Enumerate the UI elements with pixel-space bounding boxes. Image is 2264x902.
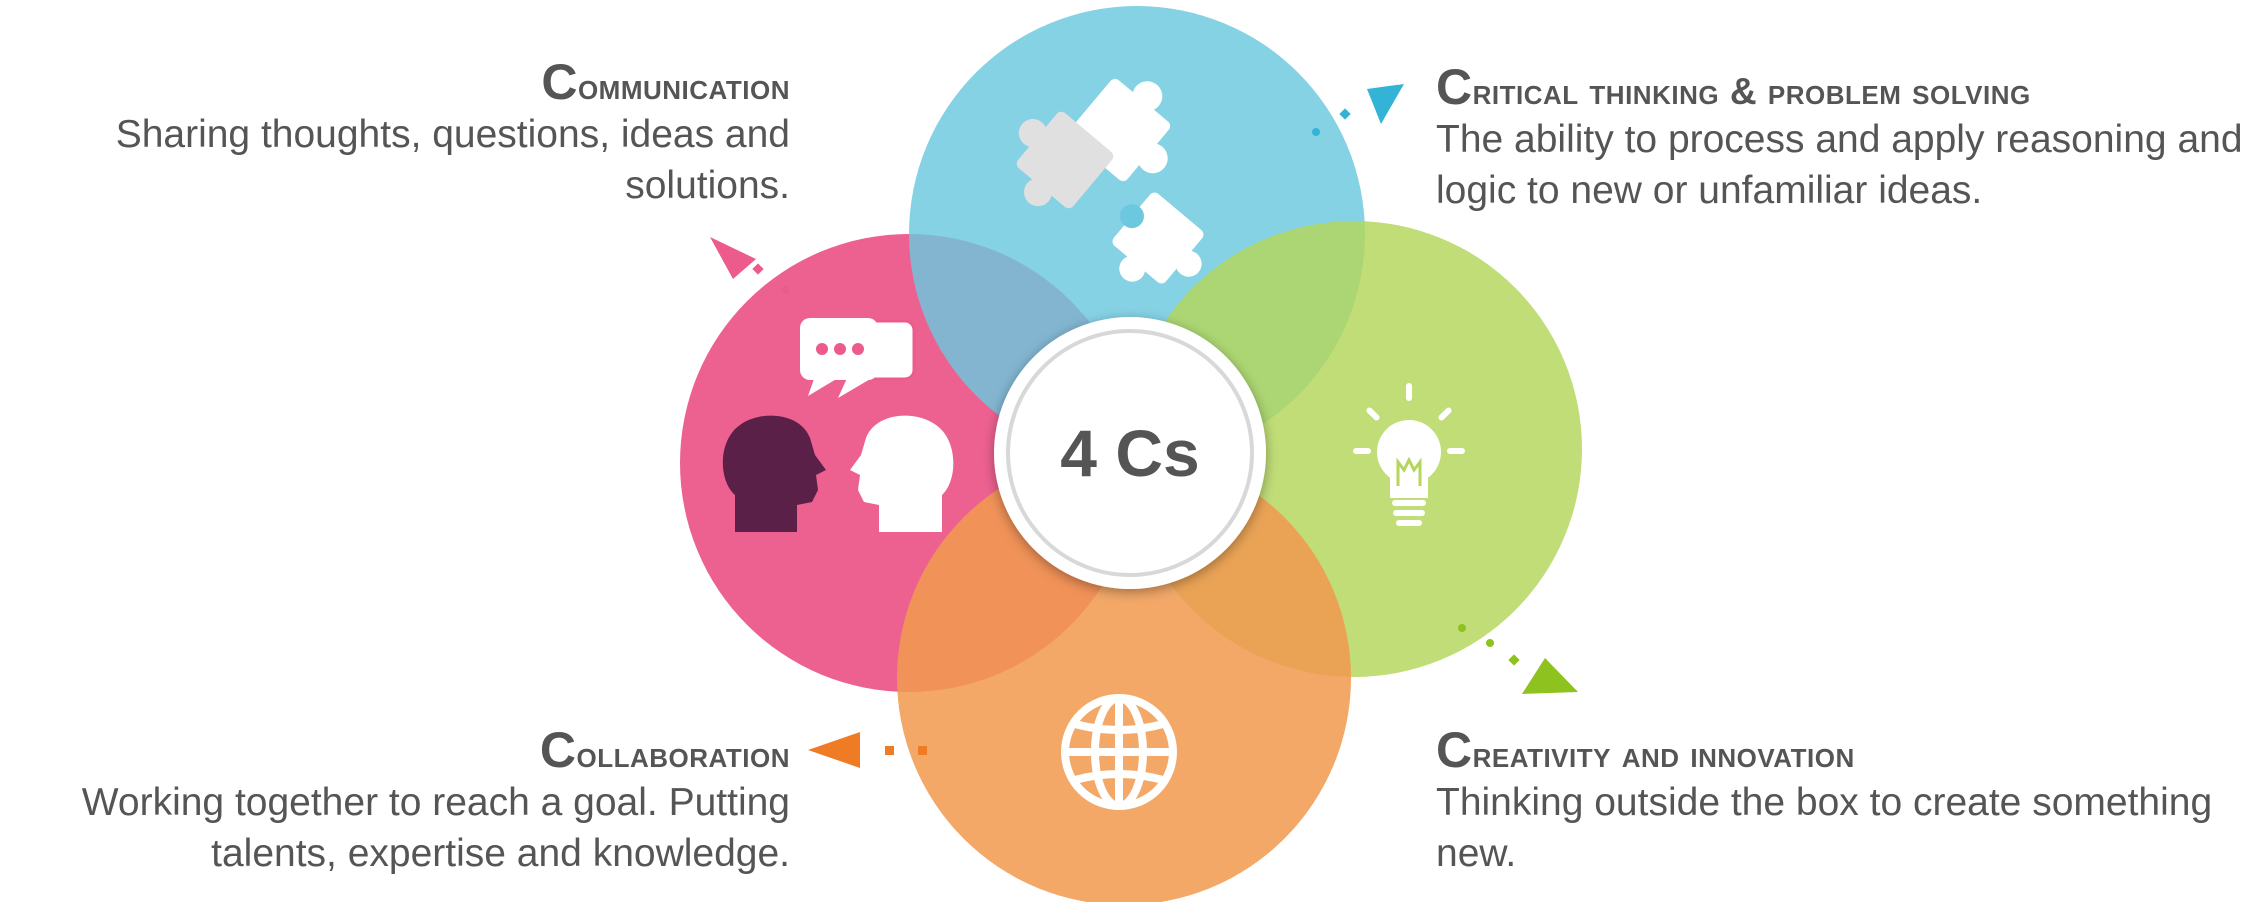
globe-icon [1061, 694, 1177, 810]
collaboration-title: Collaboration [0, 723, 790, 778]
lightbulb-icon [1353, 383, 1465, 526]
creativity-arrow [1458, 624, 1578, 694]
critical-thinking-title-initial: C [1436, 59, 1473, 115]
creativity-block: Creativity and innovation Thinking outsi… [1436, 723, 2236, 879]
communication-title: Communication [20, 55, 790, 110]
critical-thinking-description: The ability to process and apply reasoni… [1436, 118, 2243, 212]
communication-description: Sharing thoughts, questions, ideas and s… [115, 113, 790, 207]
collaboration-circle [897, 451, 1351, 902]
communication-title-rest: ommunication [577, 66, 790, 107]
puzzle-piece-grey [1016, 111, 1114, 209]
creativity-title: Creativity and innovation [1436, 723, 2236, 778]
collaboration-description: Working together to reach a goal. Puttin… [81, 781, 790, 875]
collaboration-arrow [808, 732, 927, 768]
communication-title-initial: C [541, 54, 578, 110]
collaboration-title-initial: C [539, 722, 577, 778]
creativity-title-rest: reativity and innovation [1472, 734, 1855, 775]
critical-thinking-title-rest: ritical thinking & problem solving [1472, 71, 2031, 112]
creativity-title-initial: C [1436, 722, 1473, 778]
critical-thinking-arrow [1312, 84, 1404, 136]
center-label: 4 Cs [1060, 416, 1199, 490]
puzzle-piece-lower [1112, 192, 1204, 284]
people-talking-icon [722, 318, 954, 532]
collaboration-title-rest: ollaboration [576, 734, 790, 775]
collaboration-block: Collaboration Working together to reach … [0, 723, 790, 879]
critical-thinking-block: Critical thinking & problem solving The … [1436, 60, 2256, 216]
critical-thinking-title: Critical thinking & problem solving [1436, 60, 2256, 115]
communication-arrow [710, 237, 790, 294]
creativity-description: Thinking outside the box to create somet… [1436, 781, 2213, 875]
communication-block: Communication Sharing thoughts, question… [20, 55, 790, 211]
center-inner-ring [1006, 329, 1254, 577]
